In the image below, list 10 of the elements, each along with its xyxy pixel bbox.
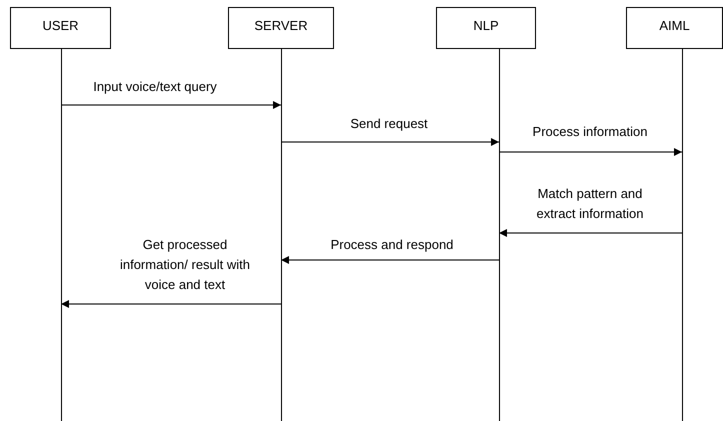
message-arrow — [498, 229, 682, 237]
participant-box: USER — [10, 7, 111, 49]
participant-box: SERVER — [228, 7, 334, 49]
message-arrow — [280, 138, 500, 146]
message-arrow — [498, 148, 682, 156]
message-arrow — [60, 101, 282, 109]
participant-box: AIML — [626, 7, 723, 49]
participant-box: NLP — [436, 7, 536, 49]
message-arrow — [280, 256, 500, 264]
message-arrow — [60, 300, 282, 308]
